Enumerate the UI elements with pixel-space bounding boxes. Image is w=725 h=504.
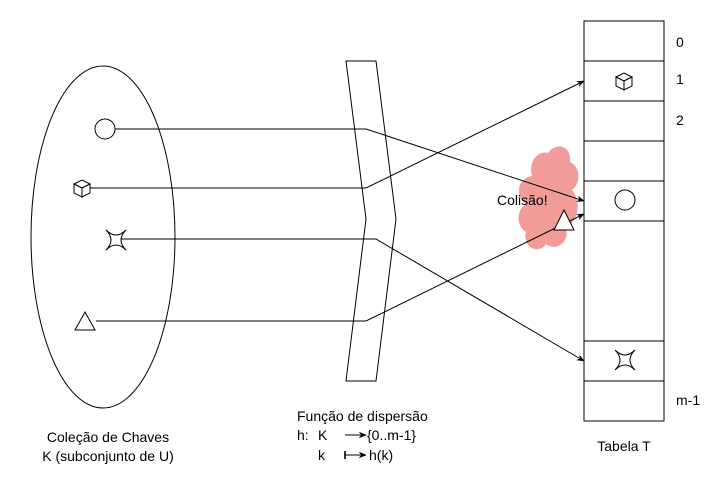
table-slot (583, 380, 665, 422)
hash-key-label: k (318, 447, 326, 463)
key-cube-shape (72, 179, 92, 198)
circle-mapping-arrow (115, 128, 585, 202)
star-mapping-arrow (118, 238, 585, 362)
index-label-0: 0 (676, 34, 684, 50)
slot1-cube-shape (614, 72, 634, 91)
table-slot (583, 140, 665, 182)
slot4-circle-shape (614, 189, 636, 211)
triangle-mapping-arrow (96, 213, 585, 322)
hash-range-label: {0..m-1} (367, 427, 416, 443)
key-star-shape (105, 229, 127, 251)
table-slot (583, 220, 665, 342)
cube-mapping-arrow (85, 80, 585, 189)
hash-function-shape (345, 60, 397, 382)
index-label-m-1: m-1 (676, 392, 700, 408)
index-label-2: 2 (676, 112, 684, 128)
collision-label: Colisão! (497, 192, 548, 208)
hash-value-label: h(k) (369, 447, 393, 463)
table-slot (583, 20, 665, 62)
index-label-1: 1 (676, 71, 684, 87)
table-slot (583, 100, 665, 142)
key-circle-shape (94, 118, 116, 140)
table-caption: Tabela T (597, 438, 651, 454)
collection-caption-line2: K (subconjunto de U) (42, 448, 174, 464)
collision-triangle-shape (553, 208, 575, 231)
mapping-lines (85, 80, 585, 362)
hash-h-label: h: (297, 427, 309, 443)
slot-star-shape (614, 349, 636, 371)
key-triangle-shape (74, 310, 96, 331)
collection-caption-line1: Coleção de Chaves (47, 429, 169, 445)
hash-domain-label: K (318, 427, 328, 443)
hash-function-title: Função de dispersão (297, 408, 428, 424)
key-collection-ellipse (30, 65, 176, 409)
